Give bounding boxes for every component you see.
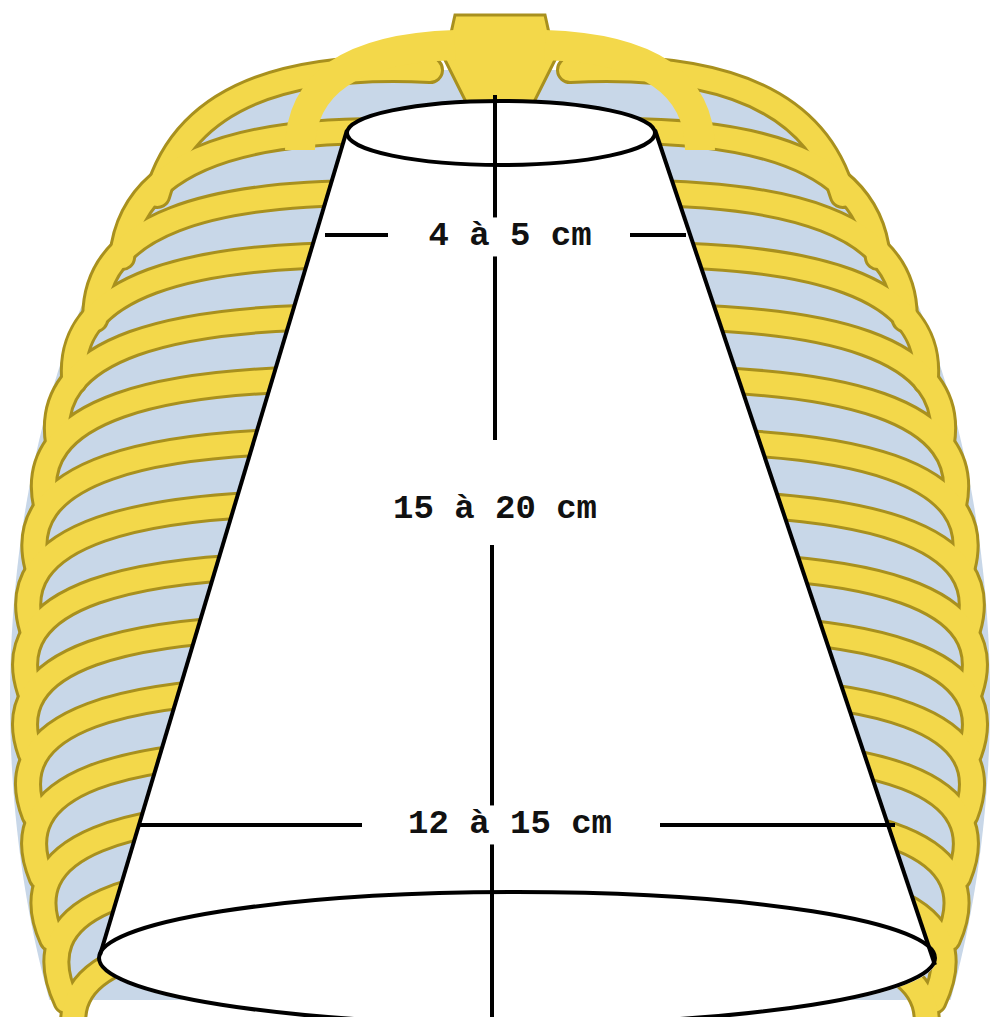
cone-base — [99, 892, 935, 1017]
dimension-label: 4 à 5 cm — [424, 217, 595, 256]
thorax-cone — [99, 95, 935, 1017]
width-line — [630, 233, 686, 237]
dimension-label: 12 à 15 cm — [404, 805, 616, 844]
cone-body — [99, 130, 935, 1017]
width-line — [140, 823, 362, 827]
sternum — [445, 15, 555, 110]
height-line — [490, 545, 494, 1017]
width-line — [325, 233, 388, 237]
cone-top — [347, 101, 655, 165]
height-line — [493, 95, 497, 440]
width-line — [660, 823, 895, 827]
cone-side — [655, 130, 935, 965]
dimension-label: 15 à 20 cm — [389, 490, 601, 529]
cone-side — [100, 130, 347, 955]
rib-cage — [10, 15, 990, 1017]
